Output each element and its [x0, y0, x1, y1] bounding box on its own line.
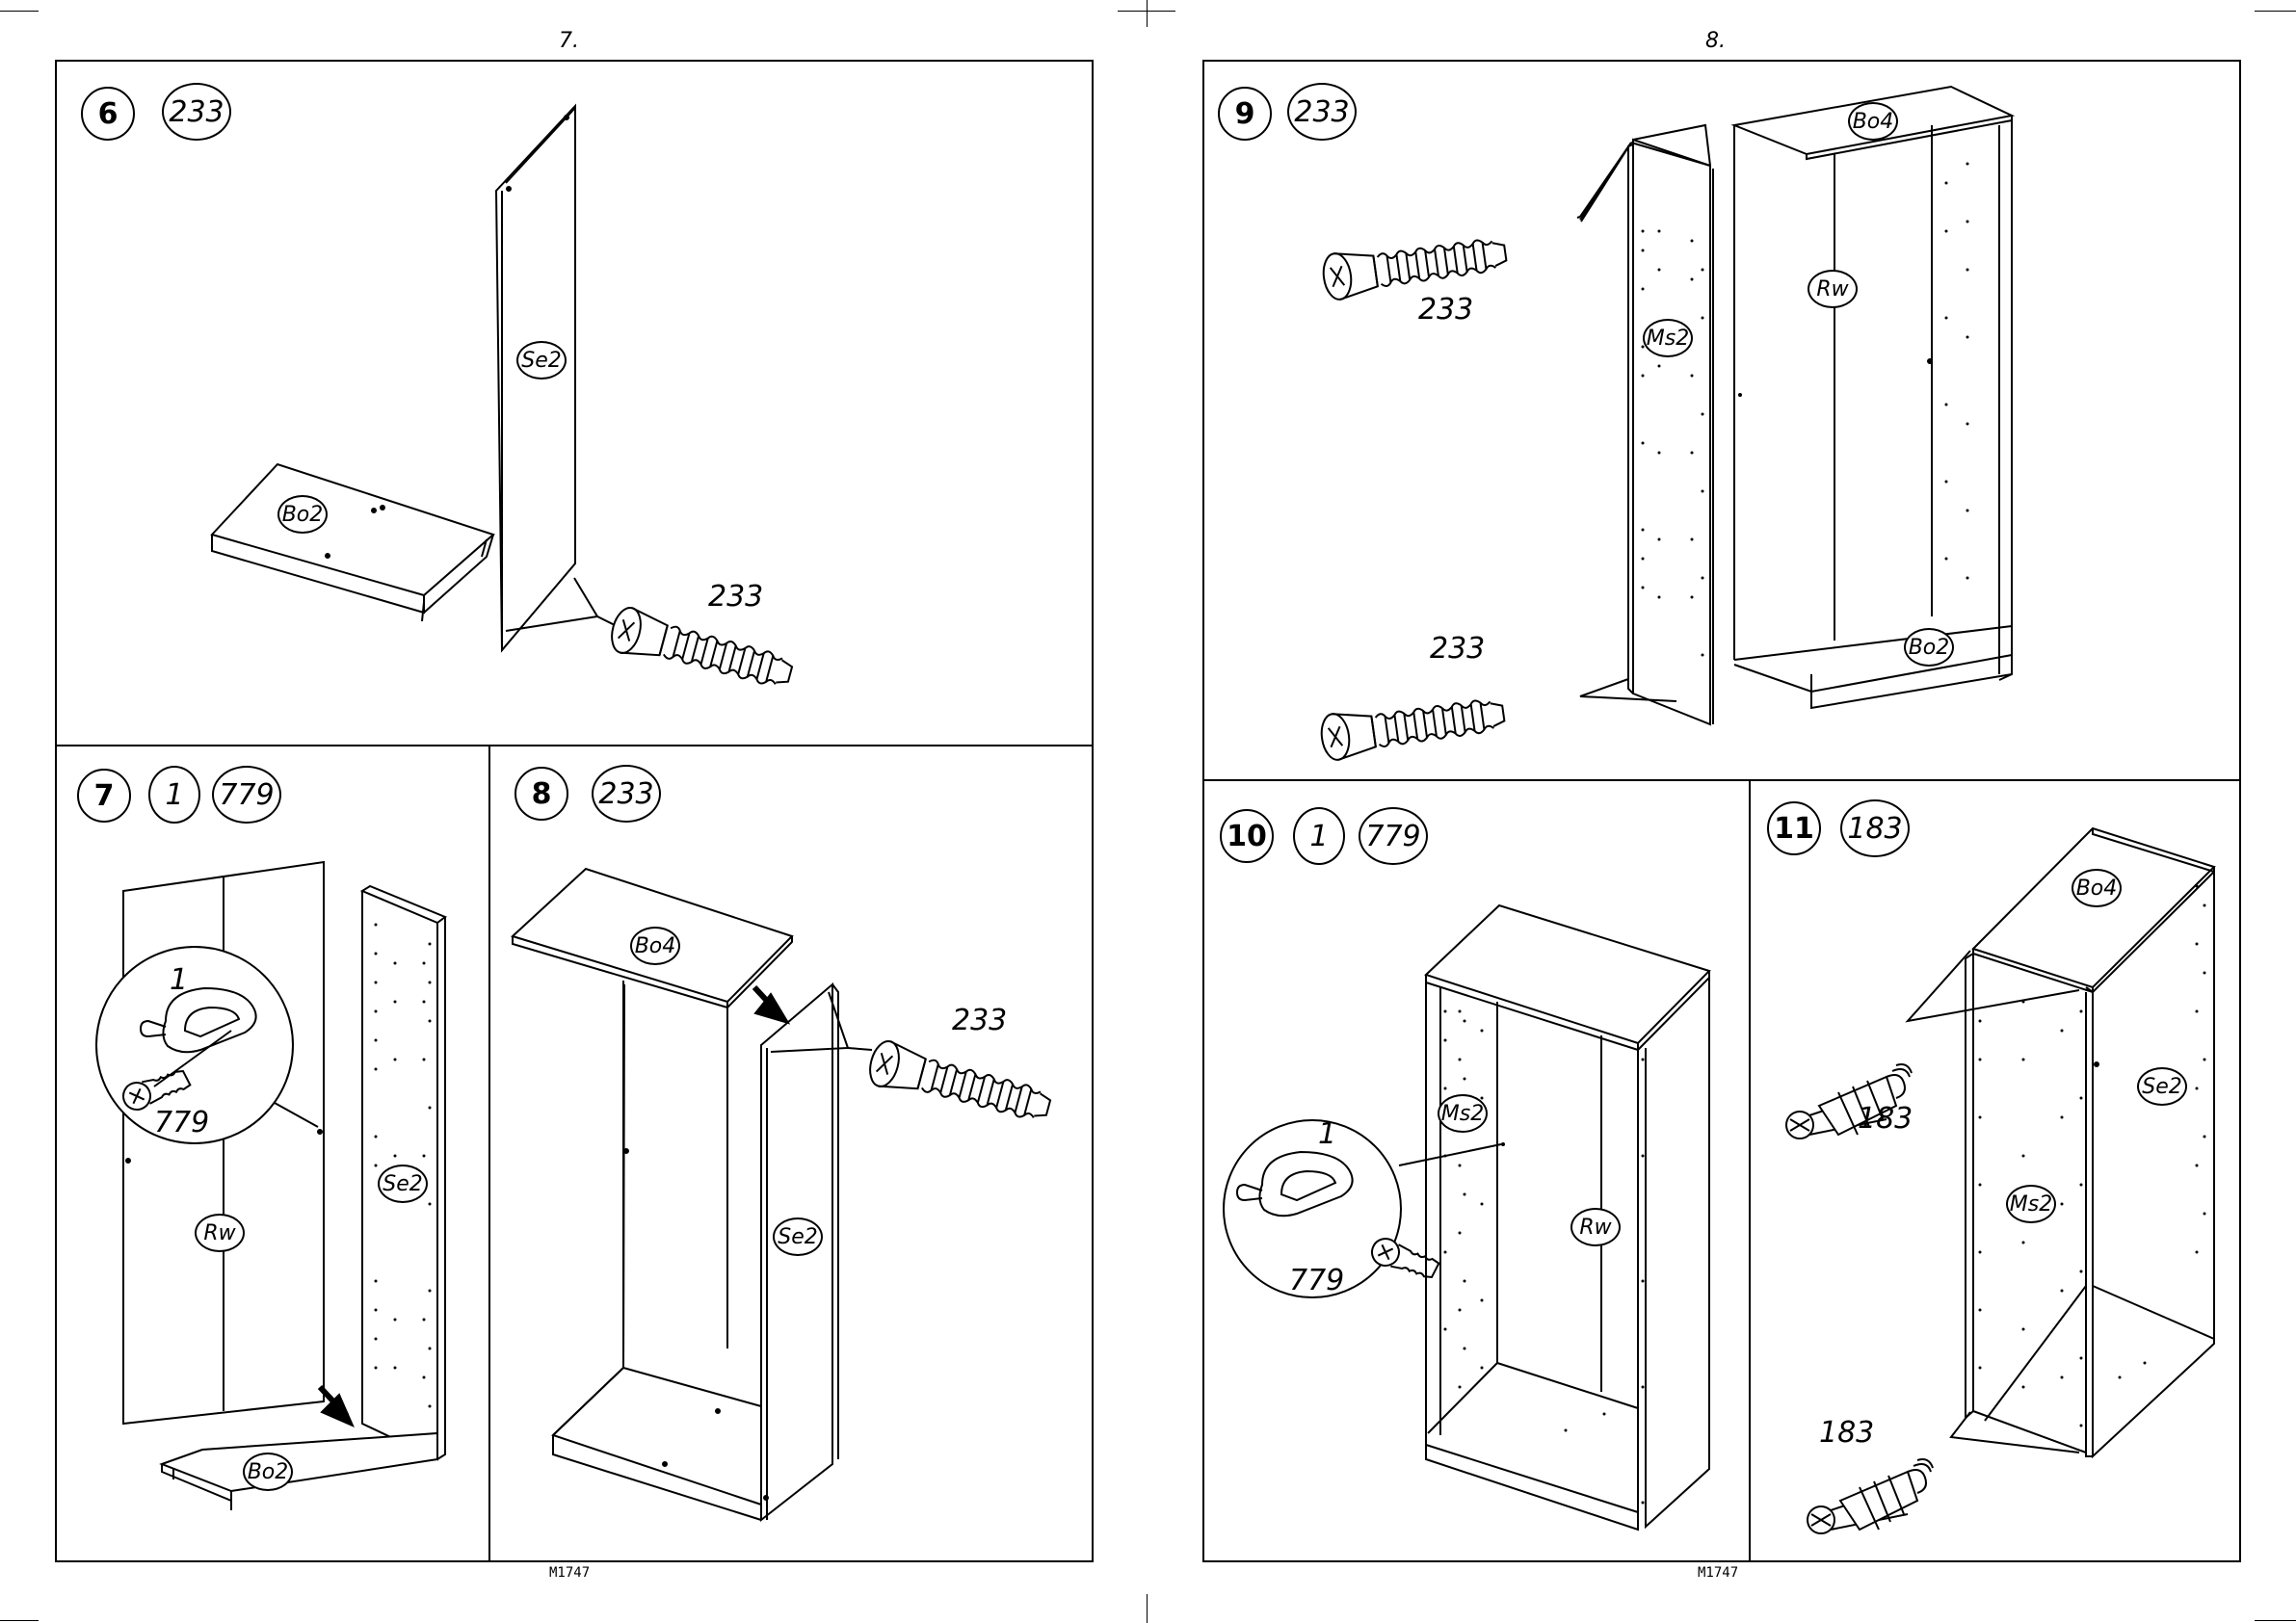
- count-badge: 233: [592, 765, 661, 823]
- part-label-bo4: Bo4: [630, 927, 680, 965]
- part-label-bo4: Bo4: [1848, 102, 1898, 141]
- step-number-8: 8: [515, 767, 568, 821]
- step-8-drawing: [513, 869, 1054, 1520]
- part-label-bo2: Bo2: [1904, 628, 1954, 667]
- inset-screw-number: 779: [154, 1106, 209, 1139]
- step-number-10: 10: [1220, 809, 1274, 863]
- part-label-bo2: Bo2: [277, 495, 328, 534]
- inset-screw-number: 779: [1289, 1264, 1344, 1297]
- screw-number: 233: [708, 580, 763, 614]
- part-label-ms2: Ms2: [1643, 319, 1693, 357]
- part-label-bo4: Bo4: [2072, 869, 2122, 907]
- step-number-7: 7: [77, 769, 131, 823]
- inset-number: 1: [170, 963, 188, 997]
- count-badge: 779: [1359, 807, 1428, 865]
- count-badge: 233: [162, 83, 231, 141]
- step-number-9: 9: [1218, 87, 1272, 141]
- part-label-se2: Se2: [773, 1217, 823, 1256]
- part-label-se2: Se2: [2137, 1067, 2187, 1106]
- step-number-11: 11: [1767, 801, 1821, 855]
- screw-number: 233: [1430, 632, 1485, 666]
- step-10-drawing: [1224, 905, 1709, 1530]
- step-number-6: 6: [81, 87, 135, 141]
- part-label-se2: Se2: [378, 1165, 428, 1203]
- part-label-ms2: Ms2: [1438, 1094, 1488, 1133]
- part-label-se2: Se2: [516, 341, 567, 380]
- screw-number: 233: [1418, 293, 1473, 327]
- screw-number: 233: [952, 1004, 1007, 1037]
- part-label-rw: Rw: [195, 1214, 245, 1252]
- count-badge: 1: [1293, 807, 1345, 865]
- inset-number: 1: [1318, 1117, 1336, 1151]
- dowel-number: 183: [1858, 1102, 1913, 1136]
- count-badge: 1: [148, 766, 200, 824]
- part-label-rw: Rw: [1570, 1208, 1621, 1246]
- part-label-rw: Rw: [1808, 270, 1858, 308]
- count-badge: 183: [1840, 799, 1910, 857]
- step-9-drawing: [1319, 87, 2012, 762]
- part-label-bo2: Bo2: [243, 1453, 293, 1491]
- part-label-ms2: Ms2: [2006, 1185, 2056, 1223]
- count-badge: 779: [212, 766, 281, 824]
- dowel-number: 183: [1819, 1416, 1874, 1450]
- count-badge: 233: [1287, 83, 1357, 141]
